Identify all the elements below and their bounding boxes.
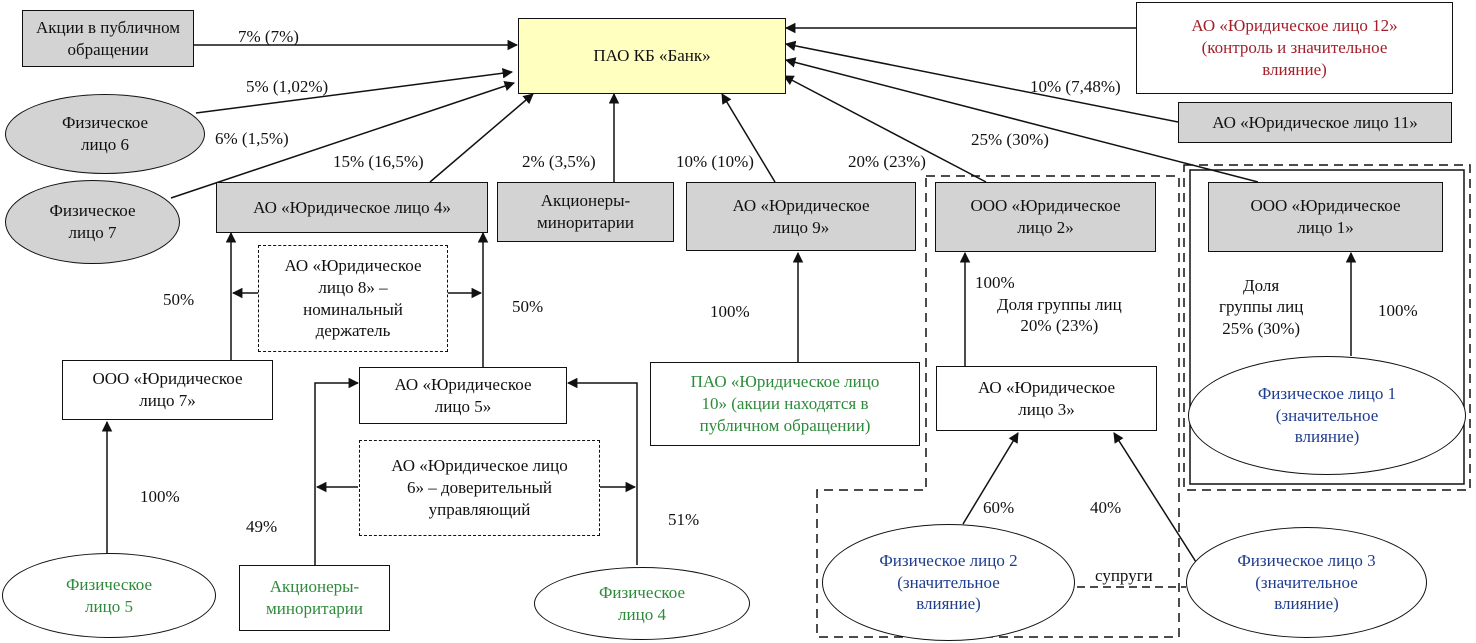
group-boundary-jl1 [1183,164,1471,491]
arrow-jl1-to-bank [784,57,1259,183]
label-jl2-pct: 20% (23%) [848,152,926,171]
label-jl9-pct: 10% (10%) [676,152,754,171]
arrow-person3-to-jl3 [1113,432,1197,563]
arrow-jl2-to-bank [783,75,987,183]
label-spouses: супруги [1093,565,1155,587]
jl10-node: ПАО «Юридическое лицо 10» (акции находят… [650,362,920,446]
label-person4-to-jl5: 51% [668,510,700,529]
jl8-node: АО «Юридическое лицо 8» – номинальный де… [258,245,448,352]
label-group1-share: Доля группы лиц 25% (30%) [1219,276,1304,338]
group-boundary-jl1-inner [1189,169,1465,485]
label-jl7-to-jl4: 50% [163,290,195,309]
jl3-node: АО «Юридическое лицо 3» [936,366,1157,431]
label-minority-pct: 2% (3,5%) [522,152,596,171]
label-person1-to-jl1: 100% [1378,301,1418,320]
label-jl10-to-jl9: 100% [710,302,750,321]
label-person6-pct: 5% (1,02%) [246,77,329,96]
arrow-person7-to-bank [170,81,515,199]
label-person7-pct: 6% (1,5%) [215,129,289,148]
jl5-node: АО «Юридическое лицо 5» [359,367,567,424]
bank-node: ПАО КБ «Банк» [518,18,786,94]
person3-node: Физическое лицо 3 (значительное влияние) [1186,527,1427,638]
person6-node: Физическое лицо 6 [5,94,205,174]
label-jl5-to-jl4: 50% [512,297,544,316]
label-group2-share: Доля группы лиц 20% (23%) [997,295,1122,336]
arrow-jl11-to-bank [784,40,1179,123]
jl7-node: ООО «Юридическое лицо 7» [62,360,273,420]
jl6-node: АО «Юридическое лицо 6» – доверительный … [359,440,600,536]
person5-node: Физическое лицо 5 [2,553,216,638]
public-shares-node: Акции в публичном обращении [22,10,194,67]
minority-top-node: Акционеры- миноритарии [497,182,674,242]
jl9-node: АО «Юридическое лицо 9» [686,182,916,251]
label-person2-to-jl3: 60% [983,498,1015,517]
label-jl1-pct: 25% (30%) [971,130,1049,149]
person4-node: Физическое лицо 4 [534,567,750,640]
arrow-person6-to-bank [195,68,514,114]
person1-node: Физическое лицо 1 (значительное влияние) [1188,356,1466,475]
label-minority-to-jl5: 49% [246,517,278,536]
minority-bottom-node: Акционеры- миноритарии [239,565,390,631]
arrow-person4-to-jl5 [566,377,638,565]
arrow-jl9-to-bank [721,93,776,183]
arrow-minority-to-jl5 [314,377,360,565]
jl4-node: АО «Юридическое лицо 4» [216,182,488,233]
jl2-node: ООО «Юридическое лицо 2» [935,182,1156,252]
label-jl4-pct: 15% (16,5%) [333,152,424,171]
label-person3-to-jl3: 40% [1090,498,1122,517]
jl1-node: ООО «Юридическое лицо 1» [1208,182,1443,252]
label-person5-to-jl7: 100% [140,487,180,506]
arrow-person2-to-jl3 [962,432,1019,525]
label-jl3-to-jl2: 100% [975,273,1015,292]
person7-node: Физическое лицо 7 [5,180,180,264]
person2-node: Физическое лицо 2 (значительное влияние) [822,524,1075,641]
arrow-jl4-to-bank [429,93,534,183]
label-public-pct: 7% (7%) [238,27,299,46]
jl11-node: АО «Юридическое лицо 11» [1178,102,1452,143]
label-jl11-pct: 10% (7,48%) [1030,77,1121,96]
jl12-node: АО «Юридическое лицо 12» (контроль и зна… [1136,2,1453,94]
